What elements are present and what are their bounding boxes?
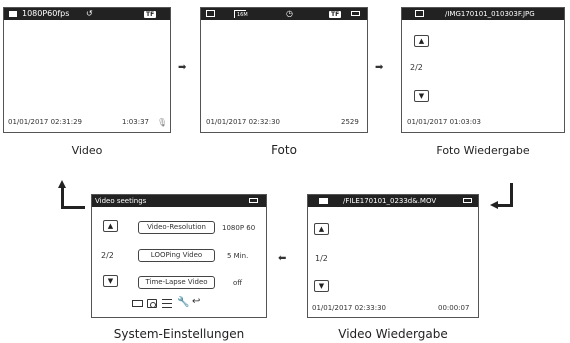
foto-status-bar: 16M ◷ TF xyxy=(201,8,367,20)
scroll-down-button[interactable]: ▼ xyxy=(314,280,329,292)
battery-icon xyxy=(463,198,472,203)
time-lapse-value: off xyxy=(233,279,243,287)
battery-icon xyxy=(351,11,360,16)
scroll-up-button[interactable]: ▲ xyxy=(103,220,118,232)
photo-camera-icon xyxy=(415,10,424,17)
loop-video-option[interactable]: LOOPing Video xyxy=(138,249,215,262)
wrench-icon[interactable]: 🔧 xyxy=(177,297,190,308)
video-datetime: 01/01/2017 02:31:29 xyxy=(8,118,83,126)
arrow-up-icon xyxy=(58,180,66,188)
flow-connector-left xyxy=(61,186,64,209)
lens-icon xyxy=(150,301,156,308)
foto-screen: 16M ◷ TF 01/01/2017 02:32:30 2529 xyxy=(200,7,368,133)
video-resolution-value: 1080P 60 xyxy=(222,224,256,232)
foto-filename: /IMG170101_010303F.JPG xyxy=(445,10,535,18)
settings-caption: System-Einstellungen xyxy=(113,327,245,341)
photo-camera-icon xyxy=(206,10,215,17)
back-icon[interactable]: ↩ xyxy=(192,296,201,307)
settings-page-indicator: 2/2 xyxy=(101,251,114,260)
foto-playback-datetime: 01/01/2017 01:03:03 xyxy=(407,118,482,126)
video-playback-duration: 00:00:07 xyxy=(438,304,470,312)
scroll-down-button[interactable]: ▼ xyxy=(103,275,118,287)
loop-video-value: 5 Min. xyxy=(227,252,249,260)
scroll-down-button[interactable]: ▼ xyxy=(414,90,429,102)
foto-caption: Foto xyxy=(271,143,297,157)
video-resolution-option[interactable]: Video-Resolution xyxy=(138,221,215,234)
settings-title: Video seetings xyxy=(95,197,147,205)
video-playback-caption: Video Wiedergabe xyxy=(338,327,448,341)
scroll-up-button[interactable]: ▲ xyxy=(414,35,429,47)
video-timer: 1:03:37 xyxy=(122,118,149,126)
video-mode-icon[interactable] xyxy=(132,300,143,307)
self-timer-icon: ◷ xyxy=(286,9,293,18)
arrow-right-icon: ➡ xyxy=(375,62,384,73)
settings-screen: Video seetings ▲ 2/2 ▼ Video-Resolution … xyxy=(91,194,267,318)
video-resolution-label: 1080P60fps xyxy=(22,9,70,18)
video-playback-status-bar: /FILE170101_0233d&.MOV xyxy=(308,195,478,207)
video-page-indicator: 1/2 xyxy=(315,254,328,263)
foto-remaining-count: 2529 xyxy=(341,118,359,126)
video-playback-datetime: 01/01/2017 02:33:30 xyxy=(312,304,387,312)
foto-page-indicator: 2/2 xyxy=(410,63,423,72)
tf-card-icon: TF xyxy=(329,10,342,18)
settings-title-bar: Video seetings xyxy=(92,195,266,207)
video-camera-icon xyxy=(9,11,17,17)
arrow-right-icon: ➡ xyxy=(178,62,187,73)
video-playback-screen: /FILE170101_0233d&.MOV ▲ 1/2 ▼ 01/01/201… xyxy=(307,194,479,318)
video-status-bar: 1080P60fps ↺ TF xyxy=(4,8,170,20)
arrow-left-icon: ⬅ xyxy=(278,253,287,264)
menu-icon[interactable] xyxy=(162,299,172,308)
arrow-left-icon xyxy=(490,201,498,209)
video-caption: Video xyxy=(71,144,103,157)
foto-datetime: 01/01/2017 02:32:30 xyxy=(206,118,281,126)
battery-icon xyxy=(249,198,258,203)
video-screen: 1080P60fps ↺ TF 01/01/2017 02:31:29 1:03… xyxy=(3,7,171,133)
menu-icon-middle-line xyxy=(162,303,172,304)
loop-icon: ↺ xyxy=(86,9,93,18)
resolution-icon: 16M xyxy=(234,10,248,18)
photo-mode-icon[interactable] xyxy=(147,299,157,308)
flow-connector-left-base xyxy=(61,206,85,209)
flow-connector-right-base xyxy=(497,204,513,207)
scroll-up-button[interactable]: ▲ xyxy=(314,223,329,235)
flow-connector-right xyxy=(510,183,513,207)
foto-playback-caption: Foto Wiedergabe xyxy=(436,144,530,157)
video-camera-icon xyxy=(319,198,328,204)
foto-playback-screen: /IMG170101_010303F.JPG ▲ 2/2 ▼ 01/01/201… xyxy=(401,7,565,133)
video-filename: /FILE170101_0233d&.MOV xyxy=(343,197,437,205)
tf-card-icon: TF xyxy=(144,10,157,18)
foto-playback-status-bar: /IMG170101_010303F.JPG xyxy=(402,8,564,20)
time-lapse-option[interactable]: Time-Lapse Video xyxy=(138,276,215,289)
mic-muted-icon: 🎙 xyxy=(157,118,168,127)
